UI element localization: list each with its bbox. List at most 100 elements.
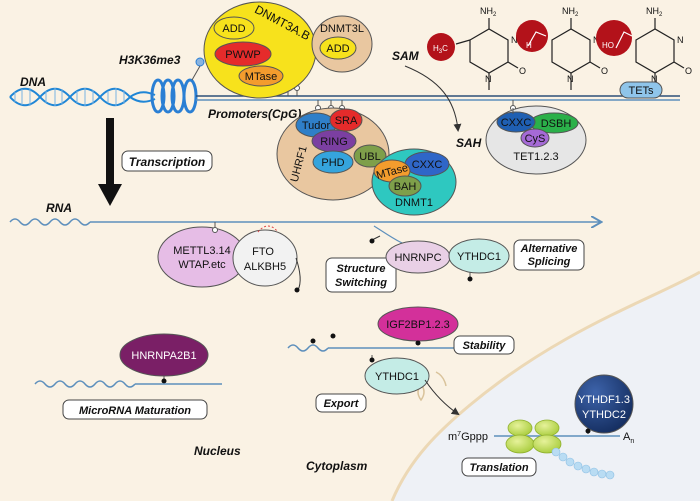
cxxc-tet-label: CXXC (501, 117, 532, 129)
tet123-label: TET1.2.3 (513, 151, 558, 163)
stability-wave (287, 344, 329, 352)
mettl-mark (212, 227, 218, 233)
stability-mark-2 (330, 333, 336, 339)
transcription-box (121, 150, 213, 172)
ythdc1-splicing-label: YTHDC1 (457, 251, 501, 263)
translation-label: Translation (469, 462, 528, 474)
n-text-2b: N (567, 74, 574, 84)
methyl-group-circle (427, 33, 455, 61)
igf2bp-mark (415, 340, 421, 346)
n-text-1: N (511, 35, 518, 45)
o-text-3: O (685, 66, 692, 76)
ythdc1-splice-mark (467, 276, 473, 282)
wtap-label: WTAP.etc (178, 259, 226, 271)
mettl-label: METTL3.14 (173, 245, 230, 257)
dna-helix (9, 87, 156, 107)
cxxc-dnmt1-label: CXXC (412, 159, 443, 171)
ythdc1-splicing (448, 238, 510, 274)
igf2bp-label: IGF2BP1.2.3 (386, 319, 450, 331)
nuclear-envelope (390, 270, 700, 501)
fto-label: FTO (252, 246, 274, 258)
n-text-3: N (677, 35, 684, 45)
dnmt3l-add-label: ADD (326, 43, 349, 55)
fto-complex (232, 229, 298, 287)
hnrnpc-label: HNRNPC (394, 252, 441, 264)
sam-label: SAM (392, 49, 420, 63)
hnrnpc-mark (369, 238, 375, 244)
bah-label: BAH (394, 181, 417, 193)
nh2-text-1: NH2 (480, 6, 497, 18)
h-text: H (526, 41, 532, 50)
n-text-1b: N (485, 74, 492, 84)
microrna-label: MicroRNA Maturation (79, 405, 191, 417)
alternative-splicing-box (513, 239, 585, 271)
stability-box (453, 335, 515, 355)
alternative-label-2: Splicing (528, 256, 571, 268)
cytoplasm-label: Cytoplasm (306, 459, 368, 473)
dnmt1-label: DNMT1 (395, 197, 433, 209)
ho-text: HO (602, 41, 614, 50)
hnrnpa2b1-label: HNRNPA2B1 (131, 350, 196, 362)
structure-switching-box (325, 257, 397, 293)
ythdc1-export-label: YTHDC1 (375, 371, 419, 383)
ythdc1-export-mark (369, 357, 375, 363)
nh2-text-3: NH2 (646, 6, 663, 18)
peptide-chain (551, 447, 615, 480)
polya-label: An (623, 431, 634, 445)
stability-label: Stability (463, 340, 507, 352)
nuclear-pore-2 (435, 371, 447, 387)
structure-mark (294, 287, 300, 293)
o-text-1: O (519, 66, 526, 76)
mtase-domain (238, 65, 284, 87)
fto-dashed (257, 225, 279, 233)
promoters-label: Promoters(CpG) (208, 107, 301, 121)
tets-pill (619, 81, 663, 99)
cytosine-5fc (516, 18, 601, 90)
structure-label-2: Switching (335, 277, 387, 289)
export-label: Export (324, 398, 360, 410)
tet-complex: CXXC DSBH CyS TET1.2.3 (485, 105, 587, 175)
dsbh-label: DSBH (541, 118, 572, 130)
nucleosome-coils (150, 78, 198, 114)
dnmt1-complex: CXXC MTase BAH DNMT1 (371, 148, 457, 216)
h3k36me3-tail (191, 65, 201, 81)
o-text-2: O (601, 66, 608, 76)
rna-wave (9, 218, 91, 226)
tets-label: TETs (628, 85, 654, 97)
tudor-label: Tudor (302, 120, 331, 132)
microrna-box (62, 399, 208, 420)
ythdf-reader (574, 374, 634, 434)
n-text-3b: N (651, 74, 658, 84)
ythdf-mark (585, 428, 591, 434)
h3k36me3-mark (195, 57, 205, 67)
ring-label: RING (320, 136, 348, 148)
structure-label-1: Structure (337, 263, 386, 275)
hnrnpa2b1-mark (161, 378, 167, 384)
dnmt3l-add-domain (319, 36, 357, 60)
phd-label: PHD (321, 157, 344, 169)
dnmt3ab-complex: ADD PWWP MTase DNMT3A.B DNMT3L ADD (203, 1, 373, 99)
transcription-arrow (98, 118, 122, 206)
sah-label: SAH (456, 136, 482, 150)
ythdc1-export (364, 357, 430, 395)
dnmt3l-label: DNMT3L (320, 23, 364, 35)
ubl-label: UBL (359, 151, 380, 163)
sam-to-sah-arrow (404, 65, 462, 132)
mirna-wave (34, 380, 136, 388)
translation-box (461, 457, 537, 477)
ythdf-label-2: YTHDC2 (582, 409, 626, 421)
add-domain (213, 16, 255, 40)
alternative-label-1: Alternative (520, 243, 578, 255)
h3c-text: H3C (433, 44, 448, 55)
structure-stem (295, 257, 301, 291)
pwwp-label: PWWP (225, 49, 260, 61)
dna-label: DNA (20, 75, 46, 89)
cytosine-5mc (427, 18, 519, 90)
alkbh5-label: ALKBH5 (244, 261, 286, 273)
export-arrow (424, 379, 460, 416)
stability-mark-1 (310, 338, 316, 344)
ythdf-label-1: YTHDF1.3 (578, 394, 630, 406)
rna-label: RNA (46, 201, 72, 215)
